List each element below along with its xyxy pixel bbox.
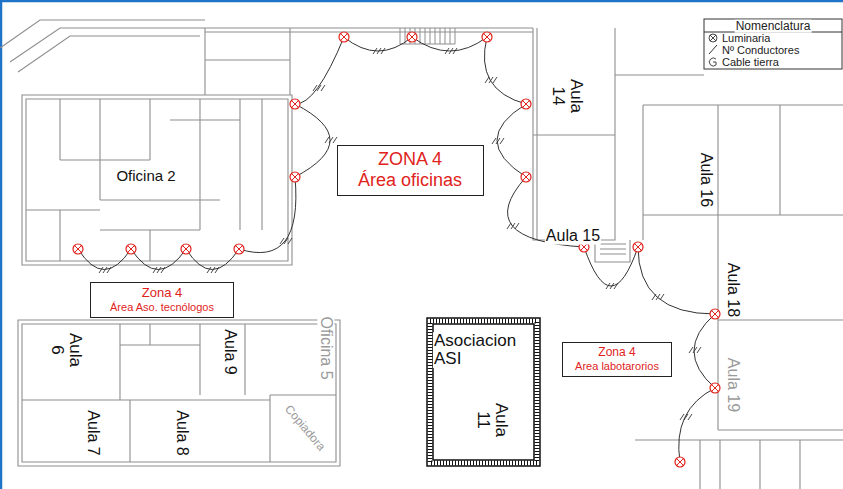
luminaire-symbol: [633, 242, 643, 252]
legend-text: Luminaria: [722, 32, 770, 44]
legend-box: [704, 19, 842, 69]
zone-box: Zona 4Área Aso. tecnólogos: [90, 282, 234, 318]
conductor-tick: [313, 85, 325, 91]
luminaire-symbol: [710, 309, 720, 319]
luminaire-symbol: [339, 32, 349, 42]
zone-box: ZONA 4Área oficinas: [337, 145, 484, 196]
zone-text: Área oficinas: [358, 170, 462, 191]
legend-entry: Nº Conductores: [722, 44, 799, 56]
conductor-tick: [492, 138, 504, 144]
legend-heading: Nomenclatura: [735, 20, 812, 33]
stair-hatch: [400, 28, 455, 44]
luminaire-symbol: [521, 172, 531, 182]
luminaire-symbol: [290, 99, 300, 109]
luminaire-symbol: [521, 99, 531, 109]
luminaire-symbol: [407, 32, 417, 42]
zone-text: Area labotarorios: [575, 360, 659, 373]
wiring-arc: [78, 37, 715, 462]
legend-entry: Luminaria: [722, 32, 770, 44]
zone-text: Zona 4: [142, 286, 182, 301]
room-label: Aula 9: [222, 328, 239, 375]
conductor-tick: [99, 267, 111, 273]
luminaire-symbol: [290, 172, 300, 182]
legend-symbols: [709, 34, 717, 66]
room-label: Aula 6: [48, 328, 84, 372]
ground-sample: [709, 58, 716, 66]
conductor-tick: [507, 223, 519, 229]
room-label: Oficina 5: [318, 315, 335, 380]
luminaire-symbol: [710, 383, 720, 393]
conductor-tick: [153, 267, 165, 273]
conductor-tick: [445, 48, 457, 54]
conductor-sample: [709, 45, 717, 54]
room-label: Aula 16: [698, 152, 715, 208]
thick-wall: [427, 318, 540, 466]
conductor-tick: [680, 414, 692, 420]
conductor-tick: [207, 267, 219, 273]
zone-text: Área Aso. tecnólogos: [110, 301, 214, 314]
room-label: Aula 14: [549, 74, 585, 118]
legend-entry: Cable tierra: [722, 56, 779, 68]
room-label: Asociacion ASI: [433, 332, 531, 368]
legend-text: Cable tierra: [722, 56, 779, 68]
luminaire-sample: [710, 35, 716, 41]
conductor-tick: [373, 48, 385, 54]
luminaire-symbol: [73, 244, 83, 254]
wall-hatch: [430, 321, 537, 463]
conductor-tick: [606, 283, 618, 289]
conductor-tick: [325, 137, 337, 143]
wall-lines: [0, 20, 843, 489]
zone-text: Zona 4: [598, 346, 635, 360]
room-label: Aula 19: [725, 357, 742, 413]
conductor-ticks: [99, 48, 701, 420]
luminaire-sample: [709, 34, 717, 42]
luminaire-symbol: [126, 244, 136, 254]
room-label: Aula 8: [174, 409, 191, 456]
room-label: Aula 7: [85, 409, 102, 456]
zone-text: ZONA 4: [378, 149, 442, 170]
luminaires: [73, 32, 720, 467]
room-label: Copiadora: [282, 402, 329, 454]
luminaire-symbol: [482, 32, 492, 42]
conductor-tick: [689, 347, 701, 353]
conductor-tick: [652, 294, 664, 300]
room-label: Oficina 2: [115, 168, 176, 184]
luminaire-symbol: [234, 244, 244, 254]
room-label: Aula 11: [474, 398, 510, 442]
room-label: Aula 18: [725, 262, 742, 318]
luminaire-symbol: [181, 244, 191, 254]
conductor-tick: [280, 238, 292, 244]
legend-text: Nº Conductores: [722, 44, 799, 56]
zone-box: Zona 4Area labotarorios: [562, 342, 672, 377]
luminaire-symbol: [675, 457, 685, 467]
room-label: Aula 15: [545, 228, 601, 245]
conductor-tick: [485, 77, 497, 83]
